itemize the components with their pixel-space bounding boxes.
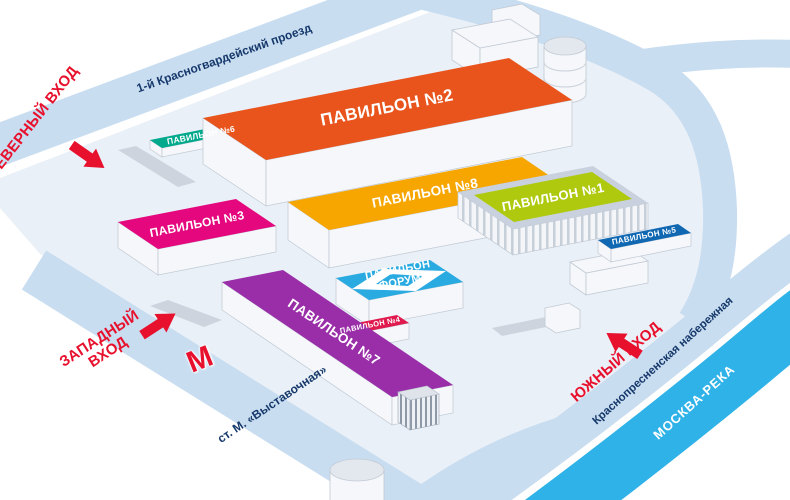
south-kiosk bbox=[544, 302, 581, 334]
pavilion-3-roof bbox=[118, 199, 276, 249]
tower-cylinder-ring1 bbox=[543, 61, 587, 72]
round-building-top bbox=[329, 458, 385, 482]
west-entrance-arrow bbox=[139, 313, 176, 340]
road-east-branch bbox=[633, 39, 790, 78]
service-building-roof bbox=[450, 18, 540, 49]
pavilion-5-roof bbox=[598, 224, 691, 249]
road-krasnogvardeysky bbox=[0, 0, 444, 167]
ribbed-block bbox=[397, 385, 440, 431]
tower-cylinder-top bbox=[543, 36, 587, 56]
pavilion-2 bbox=[202, 58, 573, 207]
pavilion-1-roof bbox=[474, 172, 632, 222]
moskva-river bbox=[524, 290, 790, 500]
pavilion-3-front-wall bbox=[157, 225, 277, 276]
pavilion-5 bbox=[597, 224, 692, 263]
tower-cylinder-ring2 bbox=[543, 77, 587, 88]
pavilion-1-front-wall bbox=[512, 202, 649, 256]
pavilion-7-roof bbox=[222, 270, 453, 397]
walkway-north bbox=[118, 146, 196, 187]
pavilion-2-roof bbox=[203, 58, 572, 160]
north-entrance-arrow bbox=[68, 140, 105, 168]
walkway-west bbox=[150, 300, 222, 327]
ribbed-block-roof bbox=[397, 385, 440, 401]
pavilion-forum-diamond-core bbox=[376, 274, 423, 286]
pavilion-3 bbox=[117, 199, 277, 276]
pavilion-forum bbox=[335, 260, 464, 327]
pavilion-8-roof bbox=[288, 157, 563, 230]
round-building bbox=[329, 458, 385, 500]
south-entrance-arrow bbox=[606, 332, 643, 359]
pavilion-1 bbox=[457, 166, 649, 256]
road-embankment bbox=[442, 233, 790, 500]
